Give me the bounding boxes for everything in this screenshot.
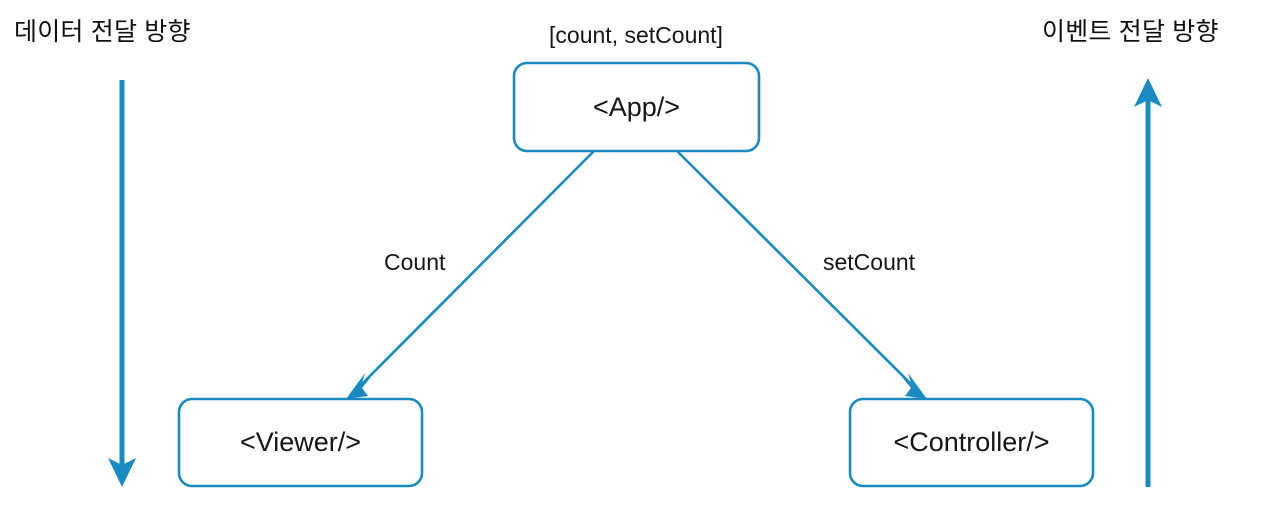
node-viewer[interactable]: <Viewer/> — [178, 398, 423, 487]
node-box-viewer — [177, 397, 424, 488]
state-tuple-label: [count, setCount] — [549, 22, 723, 48]
data-flow-caption: 데이터 전달 방향 — [14, 18, 191, 46]
node-box-app — [512, 61, 761, 153]
edge-app-to-controller — [676, 150, 927, 399]
event-flow-arrow — [1134, 78, 1162, 487]
node-box-controller — [848, 397, 1095, 488]
event-flow-caption: 이벤트 전달 방향 — [1042, 18, 1219, 46]
data-flow-arrow — [108, 80, 136, 487]
edge-label-setcount: setCount — [823, 249, 916, 275]
edge-label-count: Count — [384, 249, 446, 275]
node-controller-label: <Controller/> — [893, 427, 1050, 457]
node-controller[interactable]: <Controller/> — [849, 398, 1094, 487]
node-app-label: <App/> — [592, 91, 681, 122]
edge-app-to-viewer — [346, 150, 595, 399]
node-viewer-label: <Viewer/> — [239, 427, 362, 457]
node-app[interactable]: <App/> — [513, 62, 760, 152]
